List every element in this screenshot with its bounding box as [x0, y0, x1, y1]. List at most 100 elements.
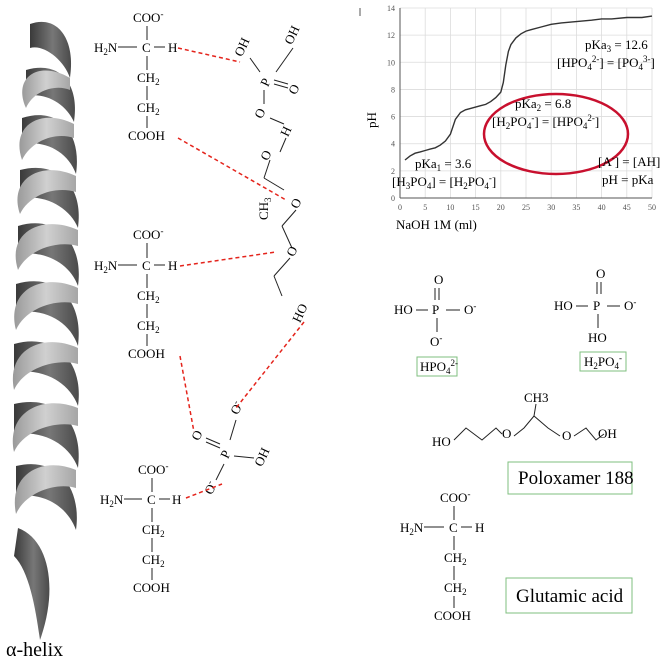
hpo4-structure: O HO P O- O- HPO42-	[394, 272, 476, 377]
pka2-highlight-ellipse	[482, 92, 630, 176]
svg-text:C: C	[142, 258, 151, 273]
svg-text:O: O	[434, 272, 443, 287]
pka2-annotation: pKa2 = 6.8 [H2PO4-] = [HPO42-]	[492, 96, 599, 131]
hpo4-box	[416, 356, 458, 377]
h2po4-structure: O HO P O- HO H2PO4-	[554, 266, 636, 372]
coo-label: COO	[133, 10, 160, 25]
y-tick-label: 12	[387, 31, 395, 40]
svg-text:OH: OH	[281, 23, 303, 46]
svg-text:OH: OH	[231, 35, 253, 58]
svg-text:pH = pKa: pH = pKa	[602, 172, 654, 187]
svg-text:C: C	[147, 492, 156, 507]
y-tick-label: 0	[391, 194, 395, 203]
x-axis-label: NaOH 1M (ml)	[396, 217, 477, 232]
svg-text:CH3: CH3	[524, 390, 549, 405]
svg-text:O: O	[283, 244, 301, 259]
svg-text:O-: O-	[464, 301, 476, 317]
svg-text:O-: O-	[226, 399, 246, 417]
x-tick-label: 10	[446, 203, 454, 212]
svg-text:P: P	[257, 76, 274, 89]
x-tick-label: 5	[423, 203, 427, 212]
svg-text:HO: HO	[554, 298, 573, 313]
svg-text:P: P	[217, 448, 234, 461]
glutamic-residue-2: COO- H2N C H CH2 CH2 COOH	[94, 226, 177, 361]
pka3-annotation: pKa3 = 12.6 [HPO42-] = [PO43-]	[557, 37, 655, 72]
x-tick-label: 30	[547, 203, 555, 212]
svg-text:P: P	[593, 298, 600, 313]
svg-text:pKa2 = 6.8: pKa2 = 6.8	[515, 96, 571, 113]
x-tick-label: 20	[497, 203, 505, 212]
svg-text:O: O	[562, 428, 571, 443]
svg-text:H: H	[475, 520, 484, 535]
chart-axes	[399, 8, 652, 199]
svg-text:HO: HO	[432, 434, 451, 449]
svg-text:H: H	[168, 258, 177, 273]
svg-text:pKa3 = 12.6: pKa3 = 12.6	[585, 37, 648, 54]
svg-text:OH: OH	[598, 426, 617, 441]
x-tick-label: 35	[572, 203, 580, 212]
cooh-label: COOH	[128, 128, 165, 143]
h2po4-box	[579, 351, 627, 372]
svg-text:O-: O-	[200, 479, 220, 497]
svg-text:C: C	[449, 520, 458, 535]
svg-text:CH3: CH3	[256, 197, 273, 220]
svg-text:COO-: COO-	[440, 489, 470, 505]
glutamic-acid-box	[505, 577, 633, 614]
svg-text:CH2: CH2	[137, 288, 160, 305]
x-tick-label: 40	[598, 203, 606, 212]
svg-text:O: O	[188, 428, 206, 443]
svg-text:[A-] = [AH]: [A-] = [AH]	[598, 153, 660, 169]
svg-text:H: H	[172, 492, 181, 507]
poloxamer-box	[507, 461, 633, 495]
svg-text:H2PO4-: H2PO4-	[584, 353, 622, 371]
svg-text:H2N: H2N	[100, 492, 124, 509]
svg-text:COO-: COO-	[133, 226, 163, 242]
phosphate-top: OH OH P O O H	[231, 23, 303, 138]
svg-text:COOH: COOH	[434, 608, 471, 623]
y-tick-label: 6	[391, 113, 395, 122]
svg-text:[H2PO4-] = [HPO42-]: [H2PO4-] = [HPO42-]	[492, 113, 599, 131]
svg-text:HO: HO	[588, 330, 607, 345]
svg-text:CH2: CH2	[444, 580, 467, 597]
y-axis-label: pH	[364, 112, 379, 128]
svg-text:HO: HO	[289, 301, 311, 324]
svg-text:O: O	[251, 106, 269, 121]
svg-text:CH2: CH2	[137, 70, 160, 87]
svg-text:O: O	[502, 426, 511, 441]
x-tick-label: 15	[472, 203, 480, 212]
svg-text:[H3PO4] = [H2PO4-]: [H3PO4] = [H2PO4-]	[392, 173, 496, 191]
y-tick-label: 8	[391, 85, 395, 94]
alpha-h-label: H	[168, 40, 177, 55]
svg-text:O: O	[285, 82, 303, 97]
alpha-helix-label: α-helix	[6, 639, 63, 661]
y-tick-label: 14	[387, 4, 395, 13]
svg-text:H2N: H2N	[94, 40, 118, 57]
svg-text:HPO42-: HPO42-	[420, 358, 458, 376]
svg-text:P: P	[432, 302, 439, 317]
svg-text:CH2: CH2	[142, 522, 165, 539]
svg-text:COO-: COO-	[138, 461, 168, 477]
svg-text:COOH: COOH	[128, 346, 165, 361]
x-tick-label: 50	[648, 203, 656, 212]
svg-text:HO: HO	[394, 302, 413, 317]
pka1-annotation: pKa1 = 3.6 [H3PO4] = [H2PO4-]	[392, 156, 496, 191]
phosphate-bottom: O- O P OH O-	[188, 399, 273, 497]
svg-text:H: H	[277, 124, 295, 139]
svg-text:[HPO42-] = [PO43-]: [HPO42-] = [PO43-]	[557, 54, 655, 72]
poloxamer-chain-bound: O O CH3 O HO	[256, 137, 311, 325]
svg-text:Glutamic acid: Glutamic acid	[516, 586, 624, 607]
svg-text:CH2: CH2	[142, 552, 165, 569]
svg-text:H2N: H2N	[400, 520, 424, 537]
chart-series-line	[404, 15, 653, 161]
y-tick-label: 4	[391, 140, 395, 149]
svg-text:COOH: COOH	[133, 580, 170, 595]
svg-text:OH: OH	[251, 445, 273, 468]
poloxamer-structure: HO O CH3 O OH Poloxamer 188	[432, 390, 634, 495]
x-tick-label: 25	[522, 203, 530, 212]
svg-text:O: O	[287, 196, 305, 211]
svg-text:CH2: CH2	[137, 100, 160, 117]
svg-text:O-: O-	[624, 297, 636, 313]
